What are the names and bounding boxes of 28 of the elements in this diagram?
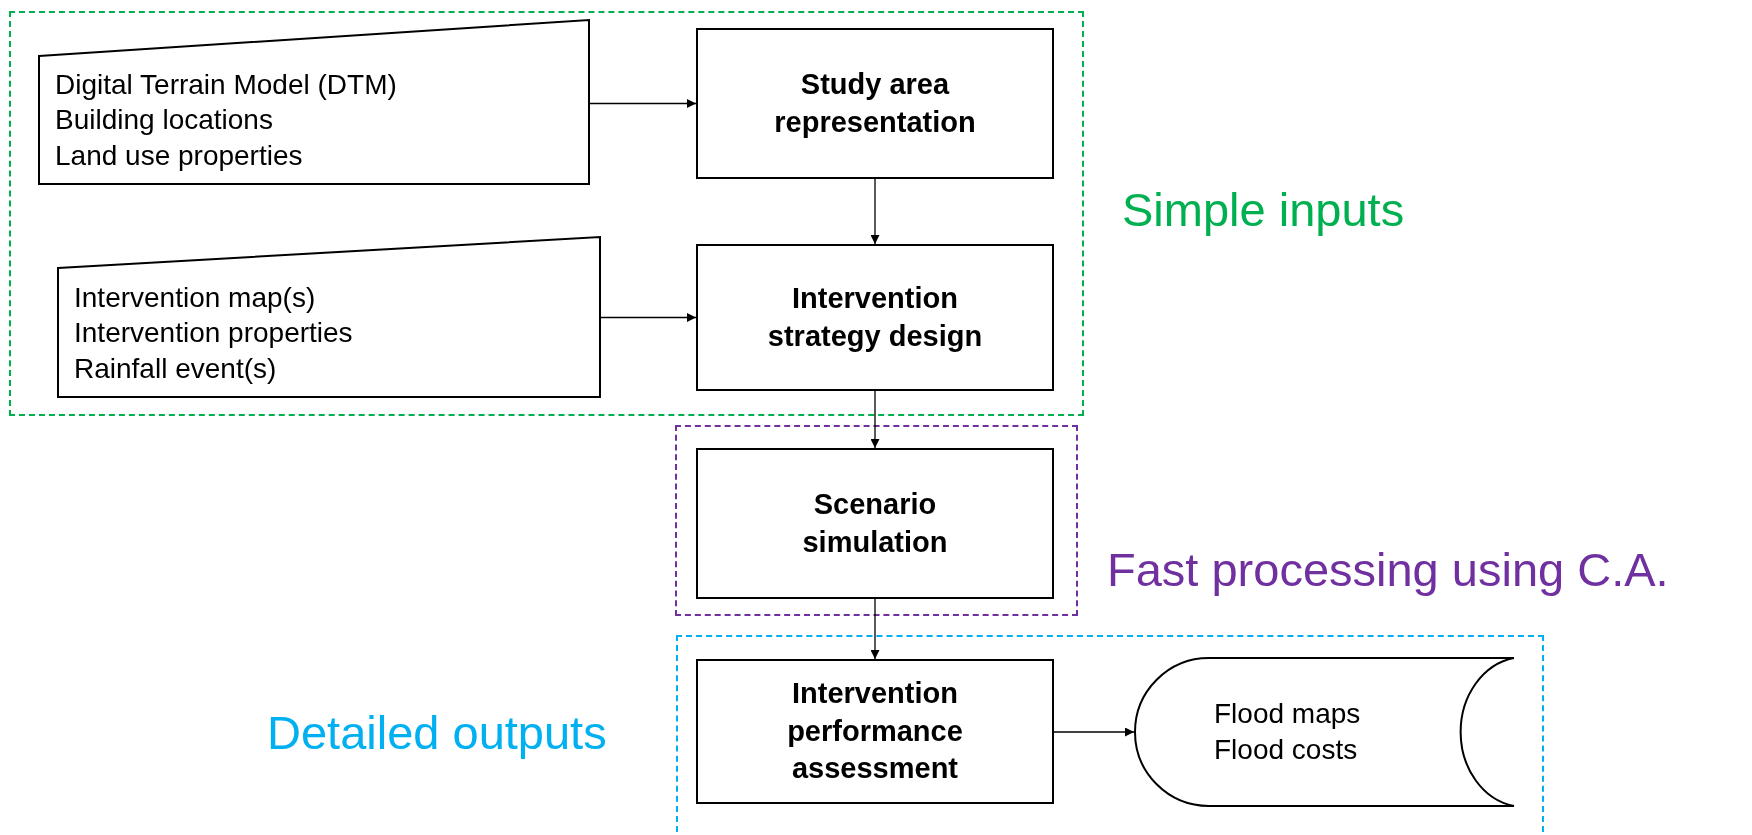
arrow — [599, 313, 697, 322]
input-item: Rainfall event(s) — [74, 352, 278, 387]
input-item: Intervention map(s) — [74, 280, 317, 315]
manual-input-shape — [39, 20, 589, 184]
arrow — [870, 178, 880, 245]
input-item: Land use properties — [55, 139, 304, 174]
process-box — [696, 448, 1054, 599]
process-box — [696, 244, 1054, 391]
input-item: Digital Terrain Model (DTM) — [55, 67, 398, 102]
output-item: Flood costs — [1214, 733, 1358, 767]
process-label: Intervention strategy design — [766, 280, 984, 354]
manual-input-shape — [58, 237, 600, 397]
process-label: Study area representation — [773, 66, 977, 140]
input-item: Building locations — [55, 103, 274, 138]
stored-data-shape — [1134, 657, 1514, 807]
group-label: Detailed outputs — [267, 705, 607, 760]
group-label: Simple inputs — [1122, 182, 1405, 237]
process-box — [696, 659, 1054, 804]
arrow — [870, 598, 880, 660]
arrow — [870, 390, 880, 449]
input-item: Intervention properties — [74, 316, 354, 351]
group-label: Fast processing using C.A. — [1107, 542, 1669, 597]
process-box — [696, 28, 1054, 179]
process-label: Intervention performance assessment — [786, 675, 964, 787]
process-label: Scenario simulation — [801, 486, 949, 560]
arrow — [588, 99, 697, 108]
output-item: Flood maps — [1214, 697, 1361, 732]
arrow — [1053, 727, 1135, 737]
